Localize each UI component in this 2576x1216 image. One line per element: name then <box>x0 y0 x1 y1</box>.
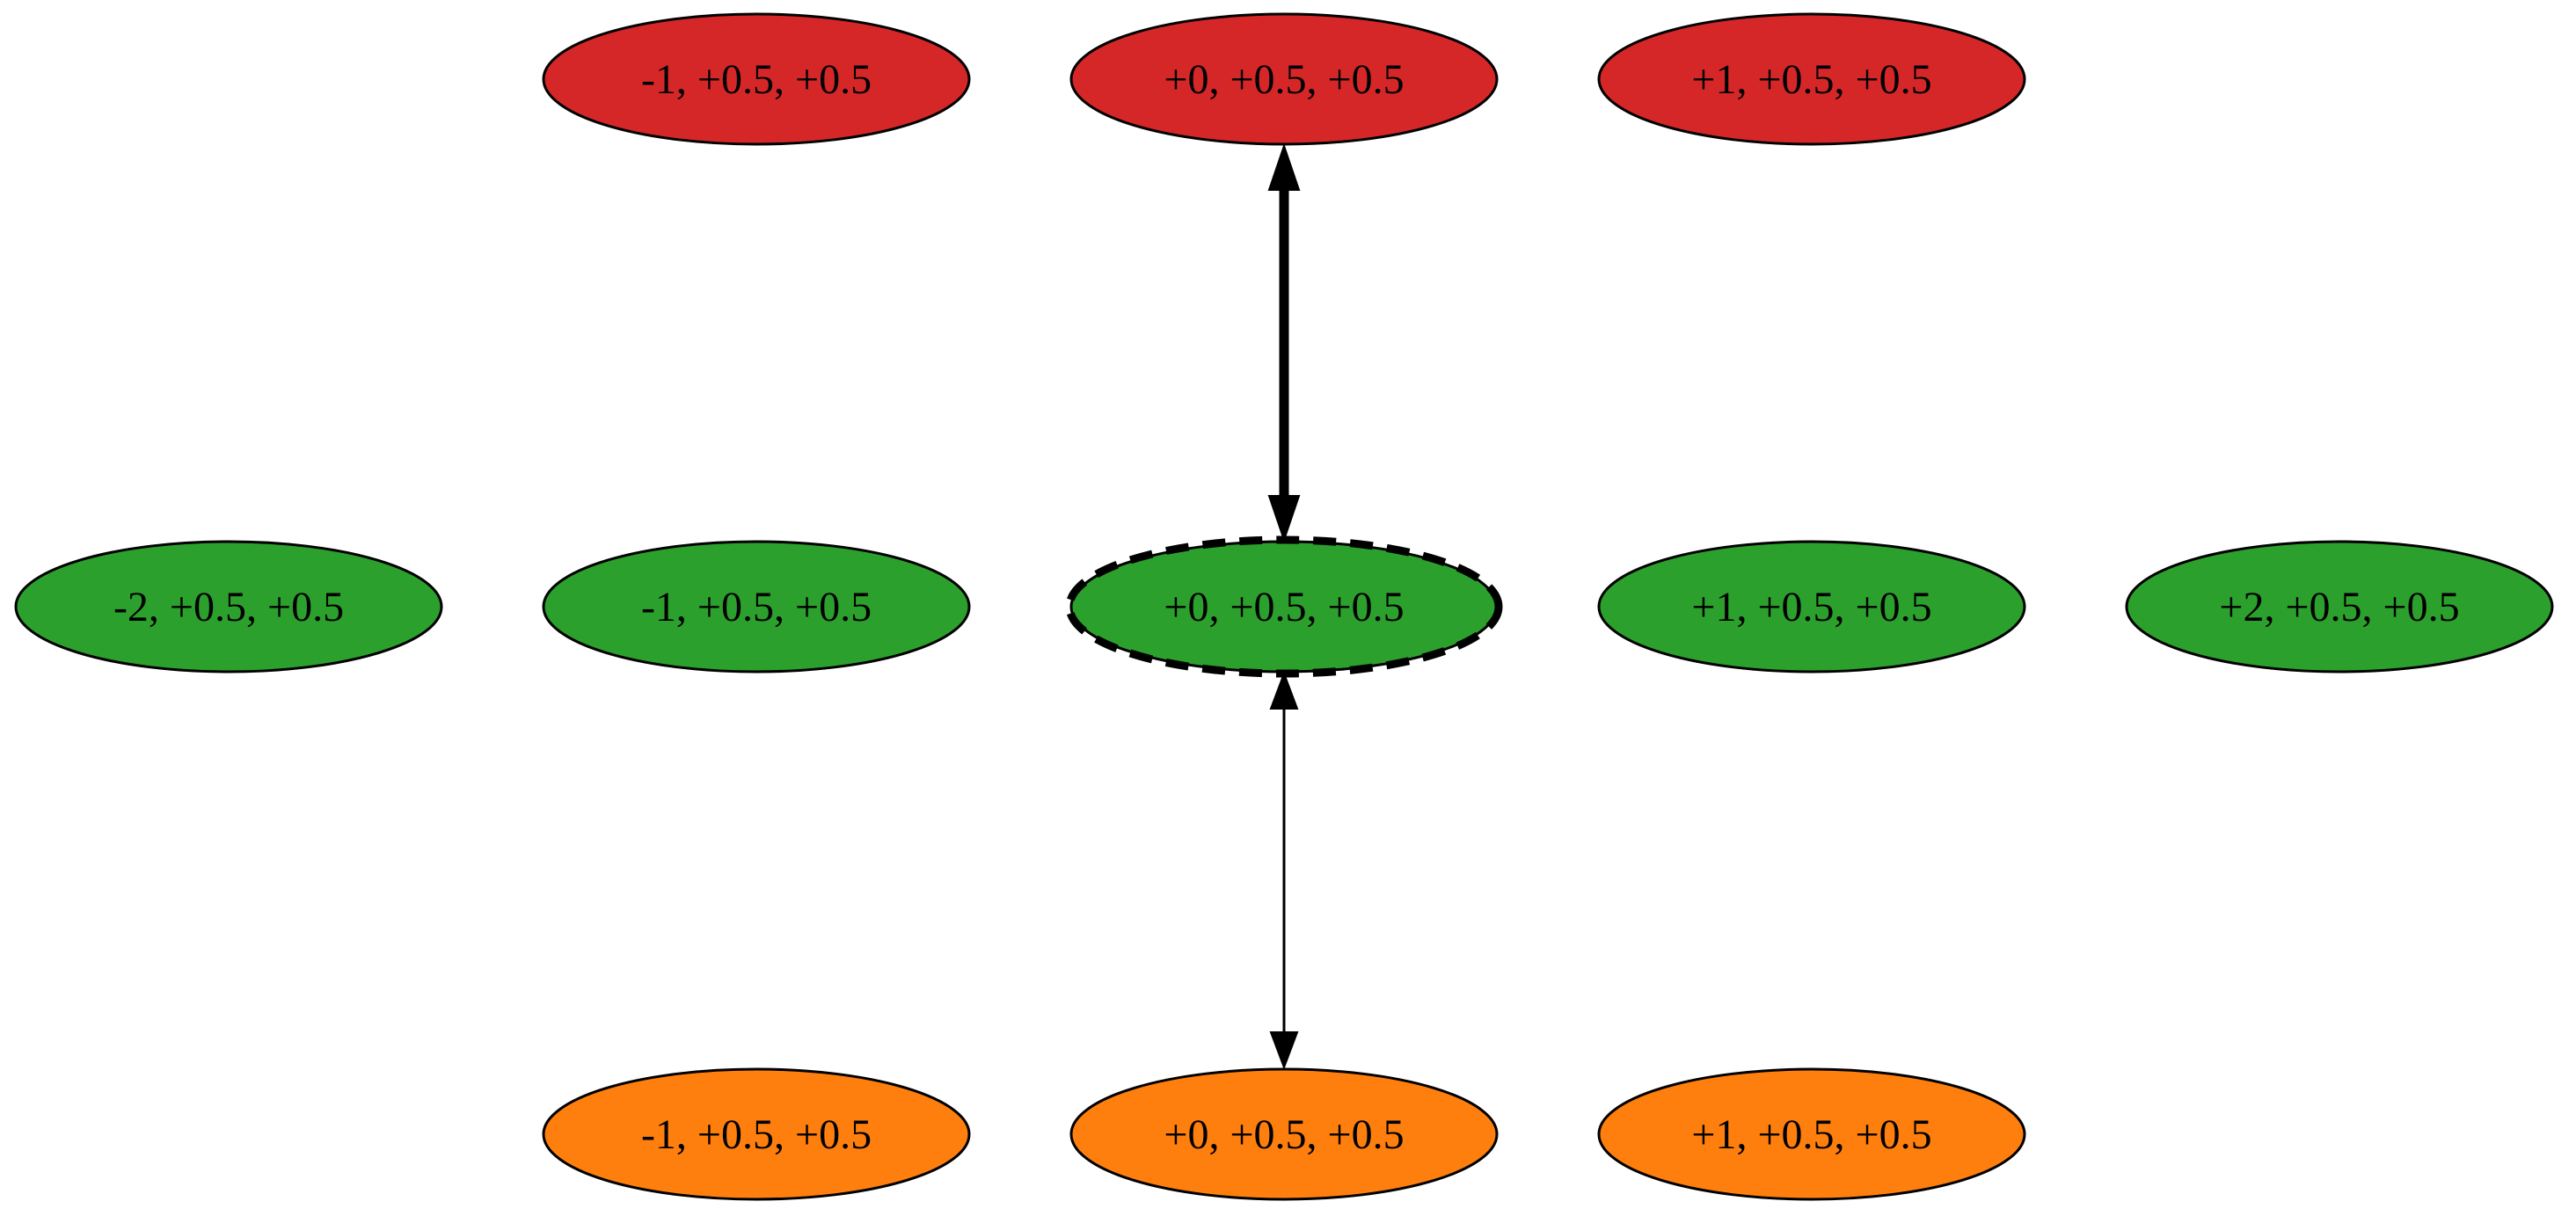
node-label: +0, +0.5, +0.5 <box>1164 1111 1404 1158</box>
node-ellipse <box>2125 540 2554 674</box>
node-label: +1, +0.5, +0.5 <box>1691 56 1931 103</box>
node-label: -2, +0.5, +0.5 <box>113 584 344 630</box>
node-ellipse <box>1069 12 1499 146</box>
arrowhead-icon <box>1267 142 1301 191</box>
node-ellipse <box>542 1067 971 1201</box>
node-o-p1: +1, +0.5, +0.5 <box>1597 1067 2026 1201</box>
node-ellipse <box>14 540 443 674</box>
node-r-p1: +1, +0.5, +0.5 <box>1597 12 2026 146</box>
node-g-m2: -2, +0.5, +0.5 <box>14 540 443 674</box>
arrowhead-icon <box>1269 1031 1299 1070</box>
edge-g-0-r-0 <box>1267 142 1301 543</box>
arrowhead-icon <box>1269 671 1299 710</box>
node-label: +1, +0.5, +0.5 <box>1691 584 1931 630</box>
node-g-p2: +2, +0.5, +0.5 <box>2125 540 2554 674</box>
node-ellipse <box>1597 540 2026 674</box>
node-label: +2, +0.5, +0.5 <box>2219 584 2459 630</box>
node-g-0: +0, +0.5, +0.5 <box>1065 535 1503 678</box>
node-label: -1, +0.5, +0.5 <box>641 56 872 103</box>
node-ellipse <box>542 12 971 146</box>
focus-outline <box>1065 535 1503 678</box>
node-label: -1, +0.5, +0.5 <box>641 584 872 630</box>
arrowhead-icon <box>1267 495 1301 543</box>
node-r-0: +0, +0.5, +0.5 <box>1069 12 1499 146</box>
edge-g-0-o-0 <box>1269 671 1299 1070</box>
node-ellipse <box>542 540 971 674</box>
node-label: -1, +0.5, +0.5 <box>641 1111 872 1158</box>
node-label: +0, +0.5, +0.5 <box>1164 56 1404 103</box>
node-r-m1: -1, +0.5, +0.5 <box>542 12 971 146</box>
node-ellipse <box>1069 1067 1499 1201</box>
node-ellipse <box>1597 12 2026 146</box>
node-g-p1: +1, +0.5, +0.5 <box>1597 540 2026 674</box>
node-o-m1: -1, +0.5, +0.5 <box>542 1067 971 1201</box>
nodes-layer: -1, +0.5, +0.5 +0, +0.5, +0.5 +1, +0.5, +0… <box>14 12 2554 1201</box>
edges-layer <box>1267 142 1301 1070</box>
node-g-m1: -1, +0.5, +0.5 <box>542 540 971 674</box>
node-ellipse <box>1597 1067 2026 1201</box>
node-label: +0, +0.5, +0.5 <box>1164 584 1404 630</box>
node-label: +1, +0.5, +0.5 <box>1691 1111 1931 1158</box>
node-o-0: +0, +0.5, +0.5 <box>1069 1067 1499 1201</box>
